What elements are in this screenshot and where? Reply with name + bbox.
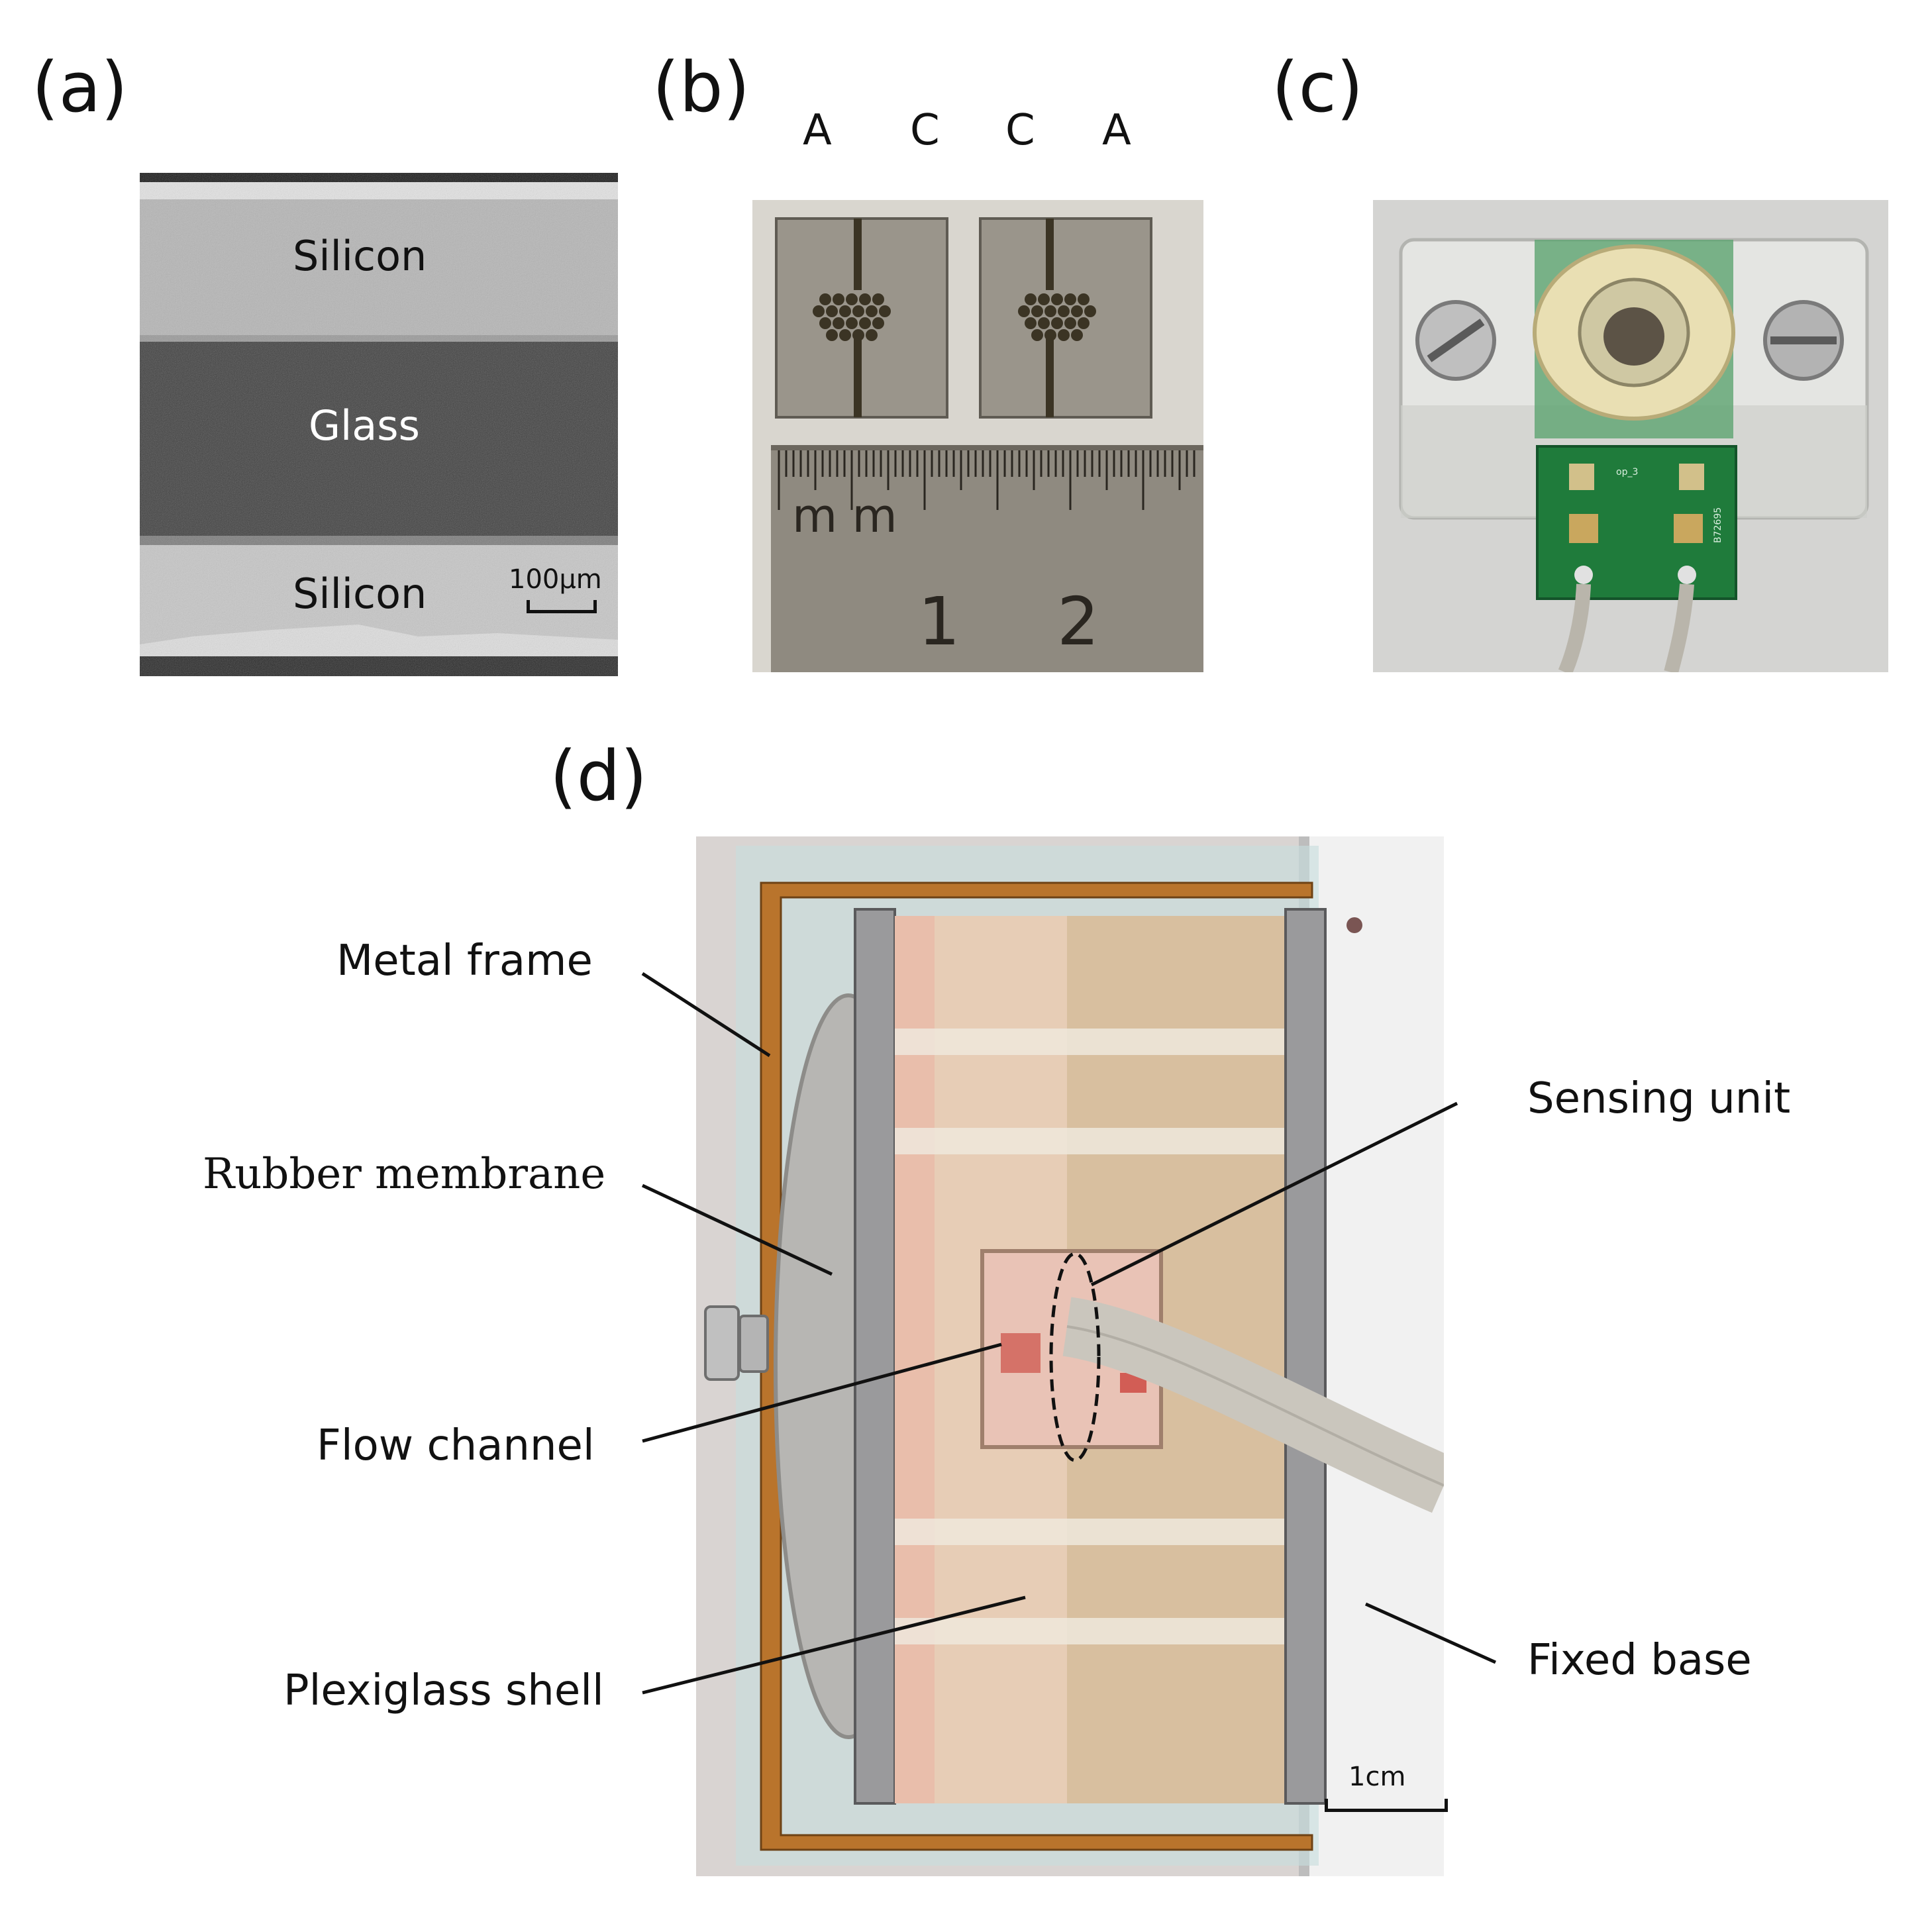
panel-c-letter: (c) bbox=[1272, 47, 1364, 128]
callout-metal-frame: Metal frame bbox=[336, 936, 593, 985]
panel-a-letter: (a) bbox=[32, 47, 128, 128]
callout-sensing-unit: Sensing unit bbox=[1527, 1074, 1791, 1123]
electrode-label-4: A bbox=[1102, 106, 1131, 155]
panel-b-photo bbox=[752, 200, 1203, 672]
panel-d-letter: (d) bbox=[550, 736, 648, 817]
pcb-text-serial: B72695 bbox=[1713, 507, 1723, 543]
callout-fixed-base: Fixed base bbox=[1527, 1636, 1752, 1685]
panel-b-letter: (b) bbox=[652, 47, 750, 128]
ruler-number-2: 2 bbox=[1057, 583, 1099, 660]
scale-bar-d bbox=[1325, 1799, 1448, 1812]
electrode-label-2: C bbox=[910, 106, 940, 155]
panel-a-sem-image bbox=[140, 173, 618, 676]
panel-d-photo bbox=[696, 836, 1444, 1876]
scale-bar-label-d: 1cm bbox=[1348, 1762, 1406, 1792]
layer-label-silicon-top: Silicon bbox=[293, 232, 427, 280]
ruler-number-1: 1 bbox=[918, 583, 960, 660]
ruler-unit-label: m m bbox=[792, 489, 897, 543]
electrode-label-3: C bbox=[1005, 106, 1035, 155]
layer-label-glass: Glass bbox=[309, 401, 420, 450]
layer-label-silicon-bottom: Silicon bbox=[293, 570, 427, 618]
callout-flow-channel: Flow channel bbox=[317, 1421, 595, 1470]
panel-c-photo bbox=[1373, 200, 1888, 672]
pcb-text-op3: op_3 bbox=[1616, 467, 1639, 478]
scale-bar-label-a: 100μm bbox=[509, 564, 602, 595]
callout-plexiglass-shell: Plexiglass shell bbox=[283, 1666, 604, 1715]
electrode-label-1: A bbox=[803, 106, 832, 155]
scale-bar-a bbox=[527, 600, 597, 613]
callout-rubber-membrane: Rubber membrane bbox=[203, 1150, 606, 1199]
